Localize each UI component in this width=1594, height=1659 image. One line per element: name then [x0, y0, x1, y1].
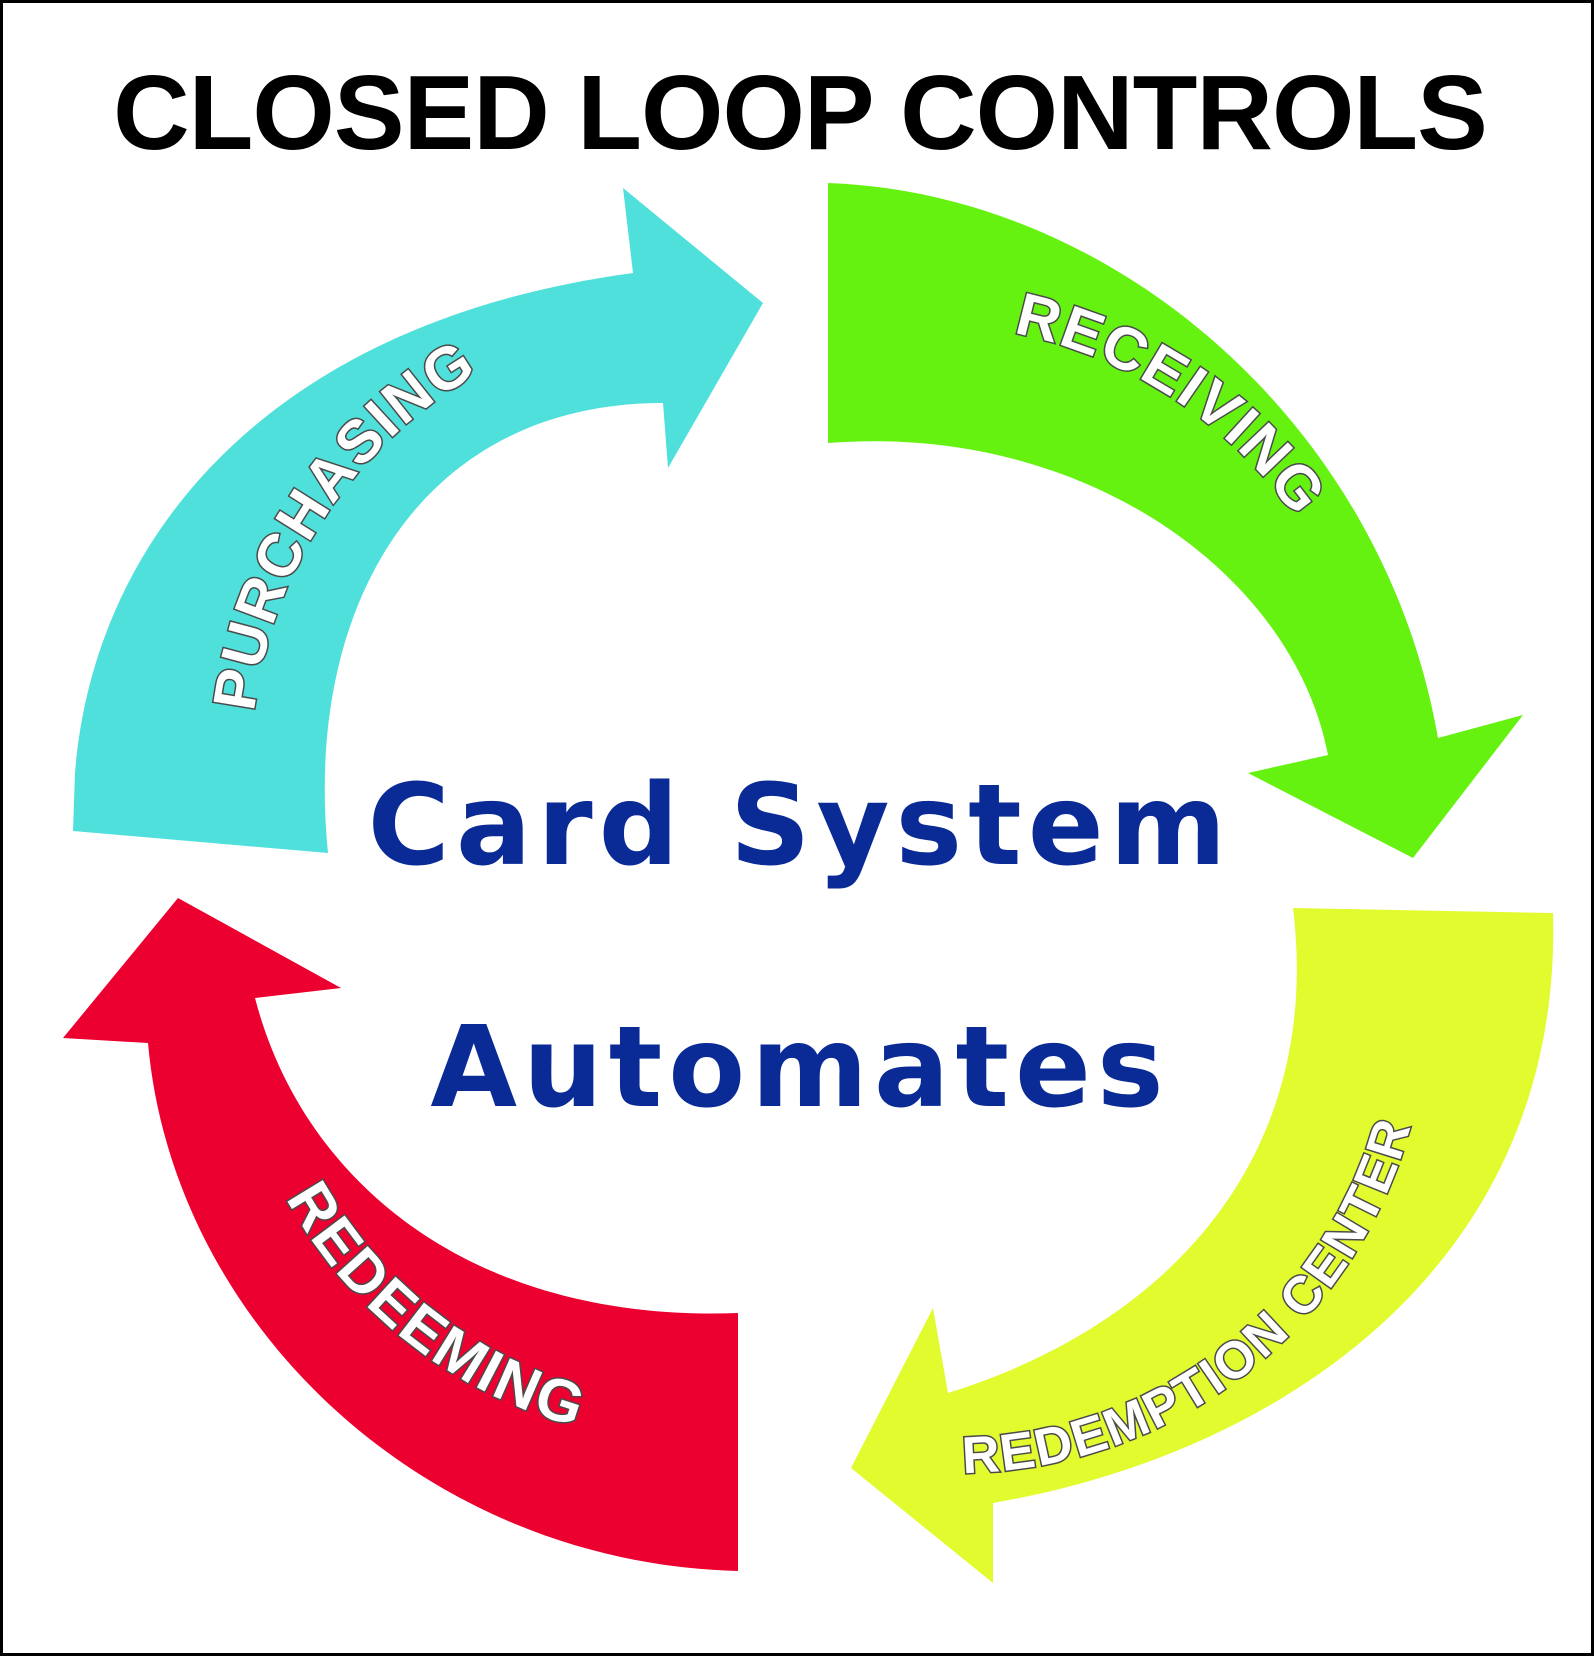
cycle-diagram: PURCHASING RECEIVING REDEMPTION CENTER R… — [63, 183, 1554, 1583]
receiving-arrow — [828, 183, 1523, 858]
redemption-center-arrow — [851, 908, 1554, 1583]
diagram-title: CLOSED LOOP CONTROLS — [113, 54, 1488, 172]
center-text-line-2: Automates — [430, 1003, 1170, 1133]
redeeming-arrow — [63, 898, 738, 1571]
center-text-line-1: Card System — [367, 761, 1233, 891]
purchasing-arrow — [73, 188, 763, 853]
